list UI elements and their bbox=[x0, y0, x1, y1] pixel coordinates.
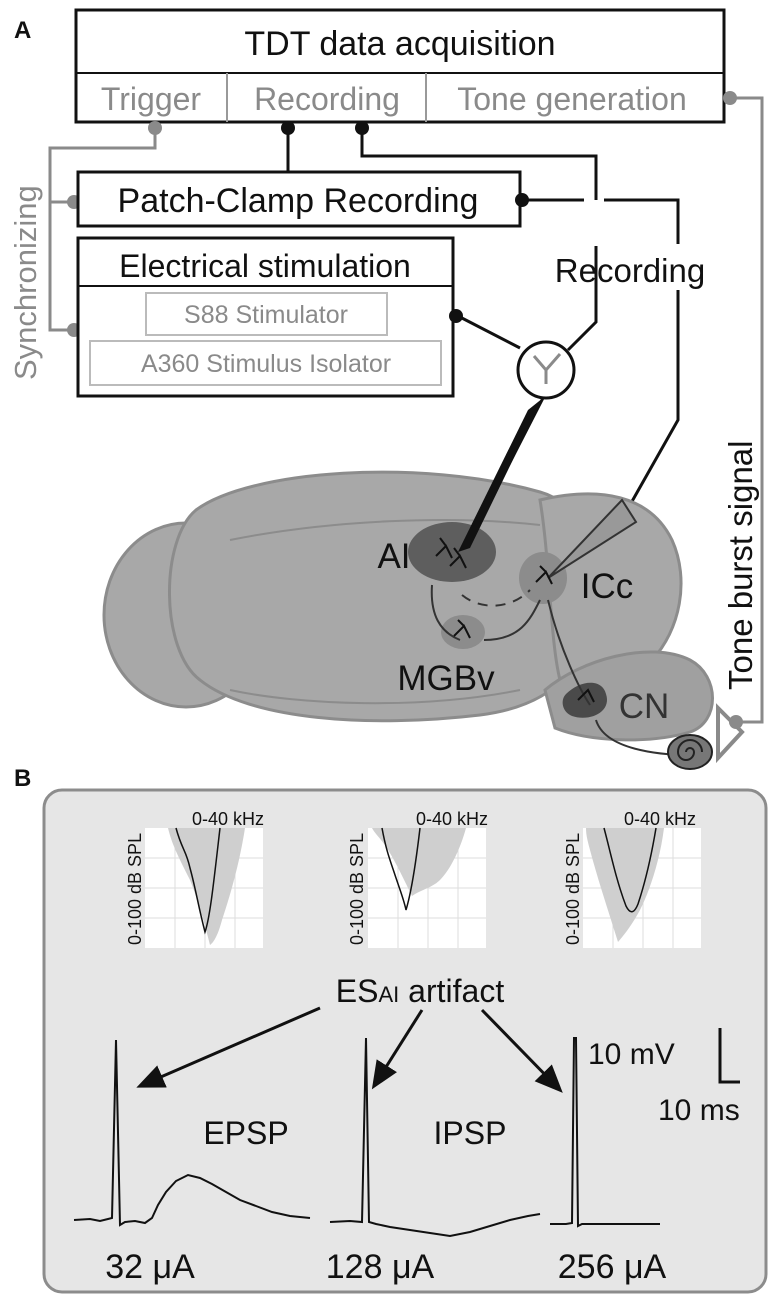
recording-electrode bbox=[547, 498, 638, 579]
brain bbox=[102, 470, 714, 742]
region-mgbv bbox=[441, 615, 485, 649]
tc1-ylabel: 0-100 dB SPL bbox=[125, 833, 145, 945]
scale-time: 10 ms bbox=[658, 1094, 740, 1127]
trace-32uA bbox=[73, 1039, 311, 1227]
current-32: 32 μA bbox=[105, 1248, 195, 1286]
region-ai bbox=[408, 522, 496, 582]
port-tone-generation: Tone generation bbox=[457, 81, 687, 117]
stimulation-title: Electrical stimulation bbox=[119, 248, 411, 284]
port-trigger: Trigger bbox=[101, 81, 202, 117]
patch-clamp-title: Patch-Clamp Recording bbox=[118, 182, 479, 220]
tc1-xlabel: 0-40 kHz bbox=[192, 809, 264, 829]
s88-stimulator: S88 Stimulator bbox=[184, 301, 348, 329]
trace-128uA bbox=[329, 1037, 541, 1238]
trigger-connector bbox=[148, 121, 162, 135]
label-ai: AI bbox=[377, 537, 410, 576]
speaker-icon bbox=[716, 703, 745, 764]
tone-connector bbox=[723, 91, 737, 105]
tc3-ylabel: 0-100 dB SPL bbox=[563, 833, 583, 945]
tc2-ylabel: 0-100 dB SPL bbox=[347, 833, 367, 945]
label-ipsp: IPSP bbox=[434, 1115, 507, 1151]
tuning-curve-3: 0-100 dB SPL 0-40 kHz bbox=[563, 809, 701, 948]
trace-256uA bbox=[550, 1037, 660, 1228]
panel-a-label: A bbox=[14, 17, 31, 44]
current-256: 256 μA bbox=[558, 1248, 667, 1286]
patch-clamp-box: Patch-Clamp Recording bbox=[76, 170, 522, 228]
a360-isolator: A360 Stimulus Isolator bbox=[141, 350, 391, 378]
current-128: 128 μA bbox=[326, 1248, 435, 1286]
daq-title: TDT data acquisition bbox=[244, 25, 555, 63]
stim-output-connector bbox=[449, 309, 463, 323]
tc2-xlabel: 0-40 kHz bbox=[416, 809, 488, 829]
daq-box: TDT data acquisition Trigger Recording T… bbox=[74, 8, 726, 124]
port-recording: Recording bbox=[254, 81, 400, 117]
label-cn: CN bbox=[619, 687, 670, 726]
recording-connector-2 bbox=[355, 121, 369, 135]
tc3-xlabel: 0-40 kHz bbox=[624, 809, 696, 829]
cochlea-icon bbox=[667, 734, 713, 770]
recording-connector-1 bbox=[281, 121, 295, 135]
tuning-curve-1: 0-100 dB SPL 0-40 kHz bbox=[125, 809, 264, 948]
panel-b-label: B bbox=[14, 765, 31, 792]
stim-electrode bbox=[458, 398, 543, 552]
recording-label: Recording bbox=[555, 252, 705, 289]
label-mgbv: MGBv bbox=[397, 659, 495, 698]
stimulation-box: Electrical stimulation S88 Stimulator A3… bbox=[76, 236, 455, 398]
electrode-junction-icon bbox=[532, 353, 562, 384]
region-icc bbox=[519, 552, 567, 604]
speaker-connector bbox=[729, 715, 743, 729]
tone-burst-label: Tone burst signal bbox=[722, 441, 759, 690]
label-epsp: EPSP bbox=[203, 1115, 288, 1151]
label-icc: ICc bbox=[581, 567, 634, 606]
neurons bbox=[435, 537, 595, 703]
artifact-arrows bbox=[136, 1006, 563, 1093]
scale-bar: 10 mV 10 ms bbox=[588, 1028, 740, 1127]
tuning-curve-2: 0-100 dB SPL 0-40 kHz bbox=[347, 809, 488, 948]
patch-clamp-connector bbox=[515, 193, 529, 207]
synchronizing-label: Synchronizing bbox=[8, 185, 43, 380]
region-cn bbox=[562, 682, 608, 718]
scale-voltage: 10 mV bbox=[588, 1038, 675, 1071]
tone-wiring bbox=[732, 96, 764, 724]
artifact-label: ESAI artifact bbox=[336, 973, 505, 1009]
